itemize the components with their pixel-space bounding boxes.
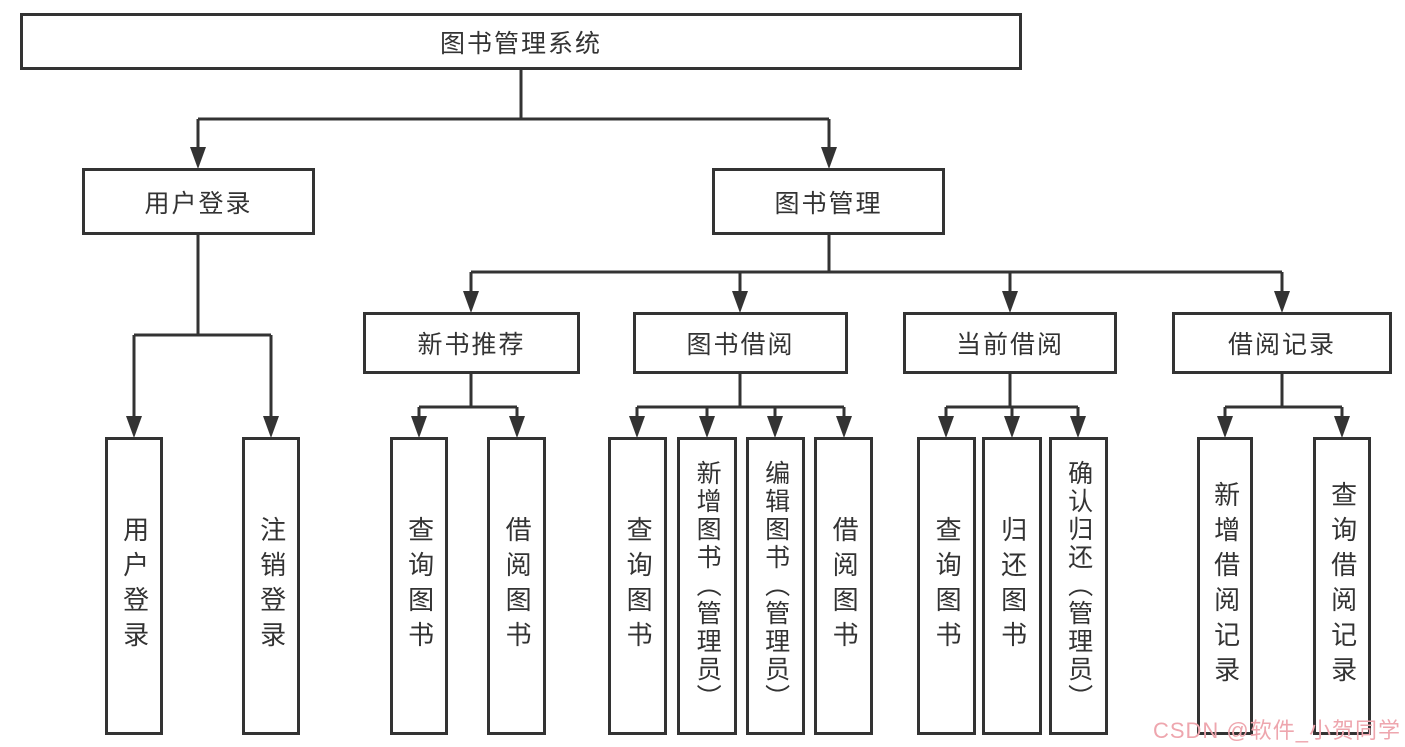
node-label: 图书管理系统 xyxy=(439,29,602,58)
node-user-login-action: 用户登录 xyxy=(105,437,163,735)
node-book-borrowing: 图书借阅 xyxy=(633,312,848,374)
connector-current-borrowing-to-children xyxy=(938,374,1086,438)
node-library-system: 图书管理系统 xyxy=(20,13,1022,70)
node-return-books: 归还图书 xyxy=(982,437,1042,735)
node-current-borrowing: 当前借阅 xyxy=(903,312,1117,374)
node-label: 图书借阅 xyxy=(686,331,795,359)
node-label: 确认归还（管理员） xyxy=(1064,460,1093,712)
connector-borrowing-records-to-children xyxy=(1217,374,1350,438)
connector-user-login-to-children xyxy=(126,235,279,438)
node-label: 查询图书 xyxy=(404,516,435,656)
node-label: 当前借阅 xyxy=(955,331,1064,359)
node-query-books-current: 查询图书 xyxy=(917,437,976,735)
node-label: 归还图书 xyxy=(997,516,1028,656)
node-add-books-admin: 新增图书（管理员） xyxy=(677,437,737,735)
node-query-books-borrowing: 查询图书 xyxy=(608,437,667,735)
node-add-borrow-record: 新增借阅记录 xyxy=(1197,437,1253,735)
node-new-book-recommendation: 新书推荐 xyxy=(363,312,580,374)
connector-new-book-to-children xyxy=(411,374,525,438)
node-label: 借阅图书 xyxy=(502,516,533,656)
node-confirm-return-admin: 确认归还（管理员） xyxy=(1049,437,1108,735)
node-label: 用户登录 xyxy=(119,516,150,656)
node-label: 编辑图书（管理员） xyxy=(761,460,790,712)
node-borrow-books-recommend: 借阅图书 xyxy=(487,437,546,735)
node-label: 新增图书（管理员） xyxy=(693,460,722,712)
connector-book-management-to-level3 xyxy=(463,235,1290,313)
node-user-login: 用户登录 xyxy=(82,168,315,235)
node-query-books-recommend: 查询图书 xyxy=(390,437,448,735)
node-label: 用户登录 xyxy=(144,189,253,218)
node-label: 借阅记录 xyxy=(1227,331,1336,359)
connector-root-to-level2 xyxy=(190,70,837,169)
node-label: 查询图书 xyxy=(623,516,654,656)
node-label: 借阅图书 xyxy=(829,516,860,656)
node-borrowing-records: 借阅记录 xyxy=(1172,312,1392,374)
connector-book-borrowing-to-children xyxy=(629,374,852,438)
node-logout-action: 注销登录 xyxy=(242,437,300,735)
node-edit-books-admin: 编辑图书（管理员） xyxy=(746,437,805,735)
node-label: 新增借阅记录 xyxy=(1210,481,1241,691)
node-book-management: 图书管理 xyxy=(712,168,945,235)
node-label: 注销登录 xyxy=(256,516,287,656)
node-label: 查询图书 xyxy=(932,516,963,656)
node-label: 查询借阅记录 xyxy=(1327,481,1358,691)
node-borrow-books-borrowing: 借阅图书 xyxy=(814,437,873,735)
node-label: 图书管理 xyxy=(774,189,883,218)
csdn-watermark: CSDN @软件_小贺同学 xyxy=(1152,718,1401,743)
node-label: 新书推荐 xyxy=(417,331,526,359)
node-query-borrow-record: 查询借阅记录 xyxy=(1313,437,1371,735)
